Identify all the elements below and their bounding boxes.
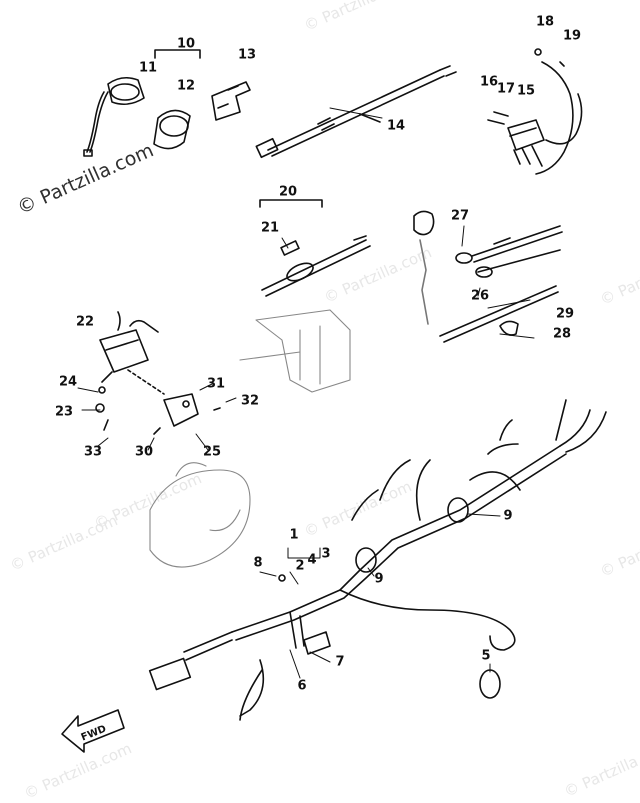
callout-27: 27 <box>450 208 470 224</box>
callout-29: 29 <box>555 306 575 322</box>
leader-lines <box>77 107 535 679</box>
line-drawing <box>61 48 607 753</box>
starter-relay-assembly <box>83 49 251 157</box>
cable-14 <box>255 65 457 159</box>
callout-8: 8 <box>253 555 263 571</box>
callout-10: 10 <box>176 36 196 52</box>
callout-12: 12 <box>176 78 196 94</box>
callout-18: 18 <box>535 14 555 30</box>
callout-11: 11 <box>138 60 158 76</box>
parts-diagram: © Partzilla.com © Partzilla.com © Partzi… <box>7 0 640 803</box>
switch-assembly <box>413 210 563 343</box>
callout-15: 15 <box>516 83 536 99</box>
engine-housing-outline <box>149 462 251 568</box>
callout-13: 13 <box>237 47 257 63</box>
callout-6: 6 <box>297 678 307 694</box>
callout-19: 19 <box>562 28 582 44</box>
callout-21: 21 <box>260 220 280 236</box>
callout-4: 4 <box>307 552 317 568</box>
callout-24: 24 <box>58 374 78 390</box>
callout-26: 26 <box>470 288 490 304</box>
callout-16: 16 <box>479 74 499 90</box>
callout-17: 17 <box>496 81 516 97</box>
callout-22: 22 <box>75 314 95 330</box>
cdi-assembly <box>95 311 221 435</box>
callout-14: 14 <box>386 118 406 134</box>
forward-direction-arrow <box>61 709 125 753</box>
callout-28: 28 <box>552 326 572 342</box>
callout-7: 7 <box>335 654 345 670</box>
callout-9-lower: 9 <box>374 571 384 587</box>
callout-33: 33 <box>83 444 103 460</box>
callout-3: 3 <box>321 546 331 562</box>
engine-block-outline <box>239 309 351 393</box>
callout-2: 2 <box>295 558 305 574</box>
callout-20: 20 <box>278 184 298 200</box>
callout-30: 30 <box>134 444 154 460</box>
callout-25: 25 <box>202 444 222 460</box>
callout-23: 23 <box>54 404 74 420</box>
fuse-holder-assembly <box>259 199 371 297</box>
main-harness <box>148 399 607 721</box>
callout-5: 5 <box>481 648 491 664</box>
callout-31: 31 <box>206 376 226 392</box>
callout-32: 32 <box>240 393 260 409</box>
callout-9-upper: 9 <box>503 508 513 524</box>
callout-1: 1 <box>289 527 299 543</box>
regulator-assembly <box>487 48 583 175</box>
